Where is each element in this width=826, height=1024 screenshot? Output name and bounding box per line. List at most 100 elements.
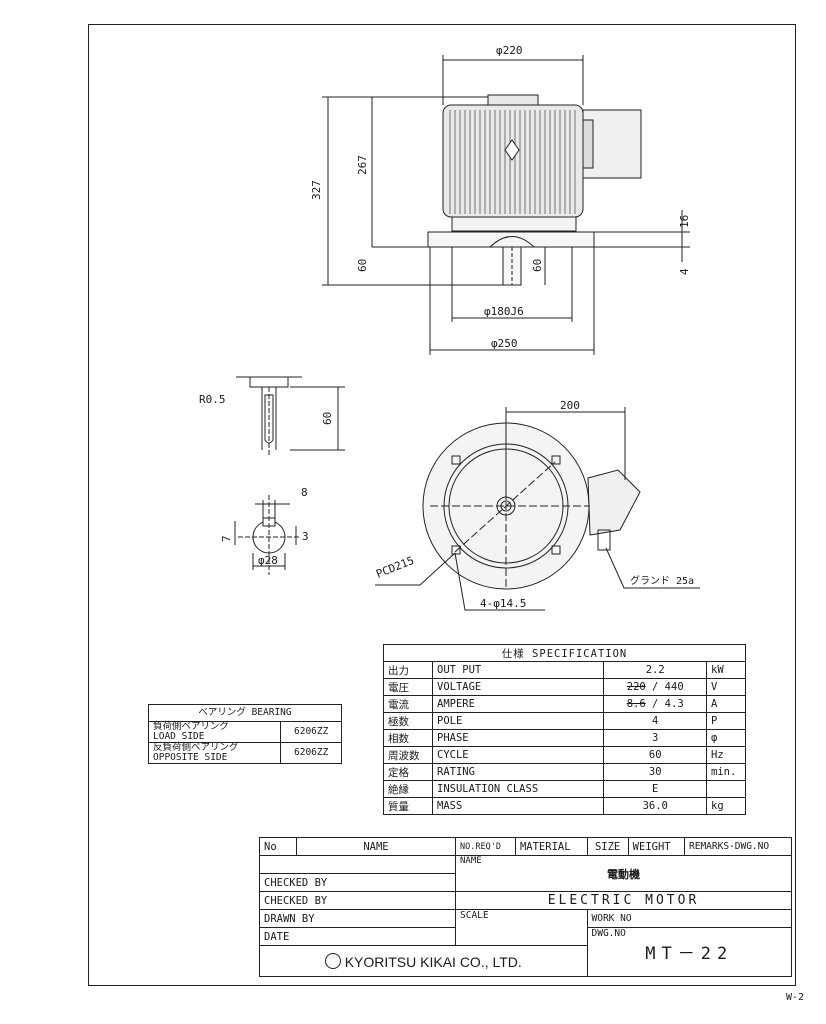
bearing-load-label-en: LOAD SIDE bbox=[153, 731, 205, 742]
tb-h-noreq: NO.REQ'D bbox=[455, 837, 516, 856]
spec-old-value: 220 bbox=[626, 681, 646, 693]
tb-h-remarks: REMARKS-DWG.NO bbox=[684, 837, 792, 856]
spec-value: 3 bbox=[652, 732, 659, 744]
title-block: No NAME NO.REQ'D MATERIAL SIZE WEIGHT RE… bbox=[259, 837, 792, 977]
spec-label-en: POLE bbox=[431, 712, 605, 730]
bearing-table: ベアリング BEARING 負荷側ベアリング LOAD SIDE 6206ZZ … bbox=[147, 704, 342, 764]
dim-key-3: 3 bbox=[302, 530, 309, 543]
spec-value-cell: E bbox=[603, 780, 707, 798]
spec-value: E bbox=[652, 783, 659, 795]
dim-key-8: 8 bbox=[301, 486, 308, 499]
spec-label-jp: 電圧 bbox=[383, 678, 433, 696]
tb-name-en: ELECTRIC MOTOR bbox=[455, 891, 792, 910]
dim-r05: R0.5 bbox=[199, 393, 226, 406]
tb-dwg-cell: DWG.NO MT－22 bbox=[586, 927, 792, 977]
tb-blank bbox=[259, 855, 456, 874]
spec-label-jp: 出力 bbox=[383, 661, 433, 679]
tb-h-no: No bbox=[259, 837, 297, 856]
tb-date: DATE bbox=[259, 927, 456, 946]
spec-value: / 4.3 bbox=[645, 698, 684, 710]
spec-label-en: INSULATION CLASS bbox=[431, 780, 605, 798]
spec-label-jp: 絶縁 bbox=[383, 780, 433, 798]
spec-label-en: MASS bbox=[431, 797, 605, 815]
spec-unit: Hz bbox=[706, 746, 746, 764]
tb-name-jp: 電動機 bbox=[607, 868, 640, 881]
spec-label-jp: 周波数 bbox=[383, 746, 433, 764]
shaft-key-detail bbox=[234, 376, 345, 575]
spec-label-en: OUT PUT bbox=[431, 661, 605, 679]
tb-scale: SCALE bbox=[455, 909, 588, 946]
dim-dia-180: φ180J6 bbox=[484, 305, 524, 318]
tb-h-name: NAME bbox=[296, 837, 456, 856]
spec-value: / 440 bbox=[645, 681, 684, 693]
tb-checked1: CHECKED BY bbox=[259, 873, 456, 892]
bearing-opp-label: 反負荷側ベアリング OPPOSITE SIDE bbox=[147, 742, 282, 764]
sheet-number: W-2 bbox=[786, 992, 805, 1003]
spec-label-en: RATING bbox=[431, 763, 605, 781]
spec-value-cell: 3 bbox=[603, 729, 707, 747]
dim-holes: 4-φ14.5 bbox=[480, 597, 526, 610]
spec-value-cell: 30 bbox=[603, 763, 707, 781]
spec-label-jp: 電流 bbox=[383, 695, 433, 713]
dim-dia-220: φ220 bbox=[496, 44, 523, 57]
spec-value-cell: 36.0 bbox=[603, 797, 707, 815]
tb-work-no: WORK NO bbox=[586, 909, 792, 928]
spec-value-cell: 60 bbox=[603, 746, 707, 764]
tb-name-label: NAME bbox=[460, 856, 482, 866]
dim-gland: グランド 25a bbox=[630, 574, 694, 587]
spec-value: 30 bbox=[648, 766, 662, 778]
tb-name-cell: NAME 電動機 bbox=[455, 855, 792, 892]
dim-200: 200 bbox=[560, 399, 580, 412]
spec-value-cell: 2.2 bbox=[603, 661, 707, 679]
bearing-title: ベアリング BEARING bbox=[148, 704, 342, 722]
dim-267: 267 bbox=[356, 155, 369, 175]
dim-pcd: PCD215 bbox=[374, 554, 416, 581]
tb-h-material: MATERIAL bbox=[514, 837, 588, 856]
spec-value: 60 bbox=[648, 749, 662, 761]
tb-checked2: CHECKED BY bbox=[259, 891, 456, 910]
spec-label-jp: 極数 bbox=[383, 712, 433, 730]
dim-60-shaft: 60 bbox=[531, 259, 544, 272]
tb-dwg-label: DWG.NO bbox=[591, 928, 626, 939]
tb-h-size: SIZE bbox=[586, 837, 629, 856]
spec-value: 4 bbox=[652, 715, 659, 727]
spec-label-en: AMPERE bbox=[431, 695, 605, 713]
spec-label-en: PHASE bbox=[431, 729, 605, 747]
bearing-opp-value: 6206ZZ bbox=[280, 742, 342, 764]
spec-value-cell: 4 bbox=[603, 712, 707, 730]
spec-unit: kg bbox=[706, 797, 746, 815]
spec-title: 仕様 SPECIFICATION bbox=[383, 644, 746, 662]
tb-company: KYORITSU KIKAI CO., LTD. bbox=[259, 945, 588, 977]
dim-dia-250: φ250 bbox=[491, 337, 518, 350]
dim-key-60: 60 bbox=[321, 412, 334, 425]
bearing-opp-label-en: OPPOSITE SIDE bbox=[153, 752, 228, 763]
dim-4: 4 bbox=[678, 268, 691, 275]
spec-value: 2.2 bbox=[645, 664, 665, 676]
company-logo-icon bbox=[324, 952, 341, 969]
spec-unit: φ bbox=[706, 729, 746, 747]
spec-label-en: CYCLE bbox=[431, 746, 605, 764]
spec-unit: min. bbox=[706, 763, 746, 781]
spec-old-value: 8.6 bbox=[626, 698, 646, 710]
motor-front-view bbox=[427, 94, 642, 286]
drawing-sheet-border bbox=[88, 24, 796, 986]
dim-dia-28: φ28 bbox=[258, 554, 278, 567]
company-name: KYORITSU KIKAI CO., LTD. bbox=[344, 953, 522, 970]
spec-label-jp: 質量 bbox=[383, 797, 433, 815]
dim-327: 327 bbox=[310, 180, 323, 200]
spec-label-jp: 相数 bbox=[383, 729, 433, 747]
spec-unit: P bbox=[706, 712, 746, 730]
spec-value-cell: 8.6 / 4.3 bbox=[603, 695, 707, 713]
spec-unit: A bbox=[706, 695, 746, 713]
bearing-load-value: 6206ZZ bbox=[280, 721, 342, 743]
tb-dwg-no: MT－22 bbox=[645, 944, 734, 964]
